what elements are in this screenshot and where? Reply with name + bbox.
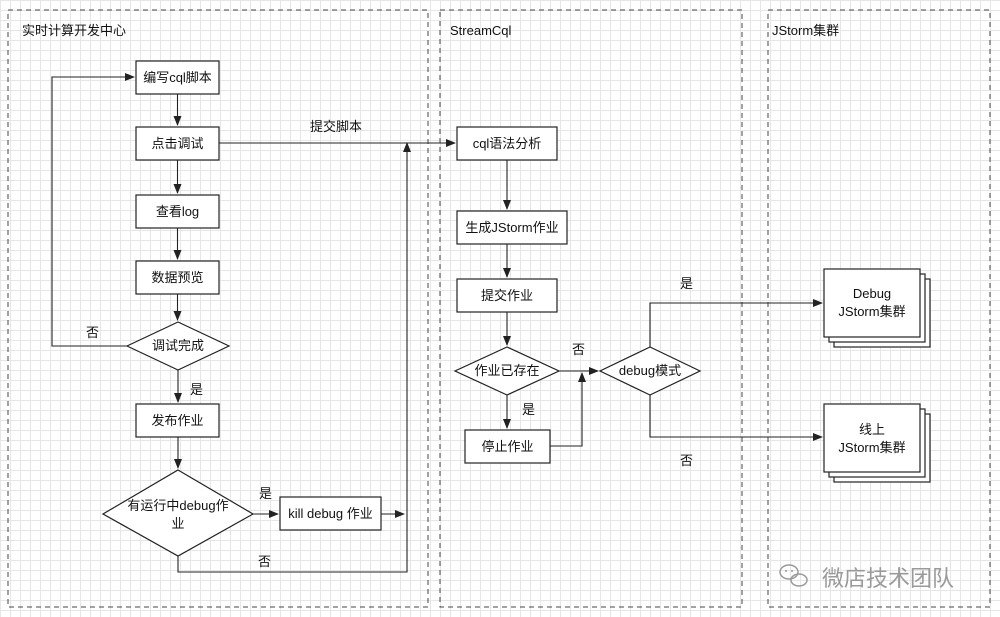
svg-text:数据预览: 数据预览	[151, 270, 203, 285]
svg-text:点击调试: 点击调试	[151, 136, 203, 151]
svg-text:JStorm集群: JStorm集群	[838, 440, 905, 455]
node-write-cql: 编写cql脚本	[135, 60, 220, 95]
edge-mode-yes-debug-cluster	[649, 299, 823, 347]
svg-text:发布作业: 发布作业	[151, 413, 203, 428]
node-debug-done: 调试完成	[125, 321, 231, 371]
svg-text:cql语法分析: cql语法分析	[473, 136, 542, 151]
svg-text:业: 业	[171, 516, 184, 531]
lane-title-streamcql: StreamCql	[450, 23, 512, 38]
label-no-loop: 否	[86, 325, 99, 340]
svg-text:kill debug 作业: kill debug 作业	[288, 506, 373, 521]
edge-mode-no-online-cluster	[649, 395, 823, 441]
node-debug-mode: debug模式	[598, 346, 702, 396]
svg-text:JStorm集群: JStorm集群	[838, 304, 905, 319]
wechat-icon	[779, 564, 808, 587]
svg-text:查看log: 查看log	[156, 204, 199, 219]
lane-title-dev-center: 实时计算开发中心	[22, 23, 126, 38]
lane-dev-center	[7, 9, 429, 608]
svg-text:停止作业: 停止作业	[481, 439, 533, 454]
svg-text:编写cql脚本: 编写cql脚本	[143, 70, 212, 85]
node-online-cluster: 线上 JStorm集群	[823, 403, 931, 483]
edge-done-no-loop	[51, 73, 135, 347]
svg-text:作业已存在: 作业已存在	[474, 363, 539, 378]
node-data-preview: 数据预览	[135, 260, 220, 295]
label-no-bypass: 否	[258, 554, 271, 569]
label-yes-exists: 是	[522, 402, 535, 417]
svg-text:调试完成: 调试完成	[152, 338, 204, 353]
svg-text:debug模式: debug模式	[619, 363, 681, 378]
svg-text:生成JStorm作业: 生成JStorm作业	[465, 220, 558, 235]
node-publish-job: 发布作业	[135, 403, 220, 438]
node-view-log: 查看log	[135, 194, 220, 229]
node-job-exists: 作业已存在	[453, 346, 561, 396]
label-no-exists: 否	[572, 342, 585, 357]
node-cql-parse: cql语法分析	[456, 126, 558, 161]
svg-text:Debug: Debug	[853, 286, 891, 301]
node-running-debug: 有运行中debug作 业	[101, 469, 255, 557]
edge-running-no-bypass	[177, 142, 411, 573]
node-debug-cluster: Debug JStorm集群	[823, 268, 931, 348]
node-click-debug: 点击调试	[135, 126, 220, 161]
node-stop-job: 停止作业	[464, 429, 551, 464]
label-yes-kill: 是	[259, 486, 272, 501]
label-submit-script: 提交脚本	[310, 119, 362, 134]
lane-title-jstorm: JStorm集群	[772, 23, 839, 38]
label-yes-debug: 是	[680, 276, 693, 291]
node-gen-job: 生成JStorm作业	[456, 210, 568, 245]
lane-jstorm	[767, 9, 991, 608]
label-no-debug: 否	[680, 453, 693, 468]
label-yes-publish: 是	[190, 382, 203, 397]
svg-text:提交作业: 提交作业	[481, 288, 533, 303]
node-submit-job: 提交作业	[456, 278, 558, 313]
watermark: 微店技术团队	[779, 564, 954, 591]
watermark-text: 微店技术团队	[822, 566, 954, 591]
node-kill-debug: kill debug 作业	[279, 496, 382, 531]
svg-text:线上: 线上	[859, 422, 885, 437]
svg-text:有运行中debug作: 有运行中debug作	[127, 498, 228, 513]
edge-stop-to-mode	[550, 372, 586, 447]
